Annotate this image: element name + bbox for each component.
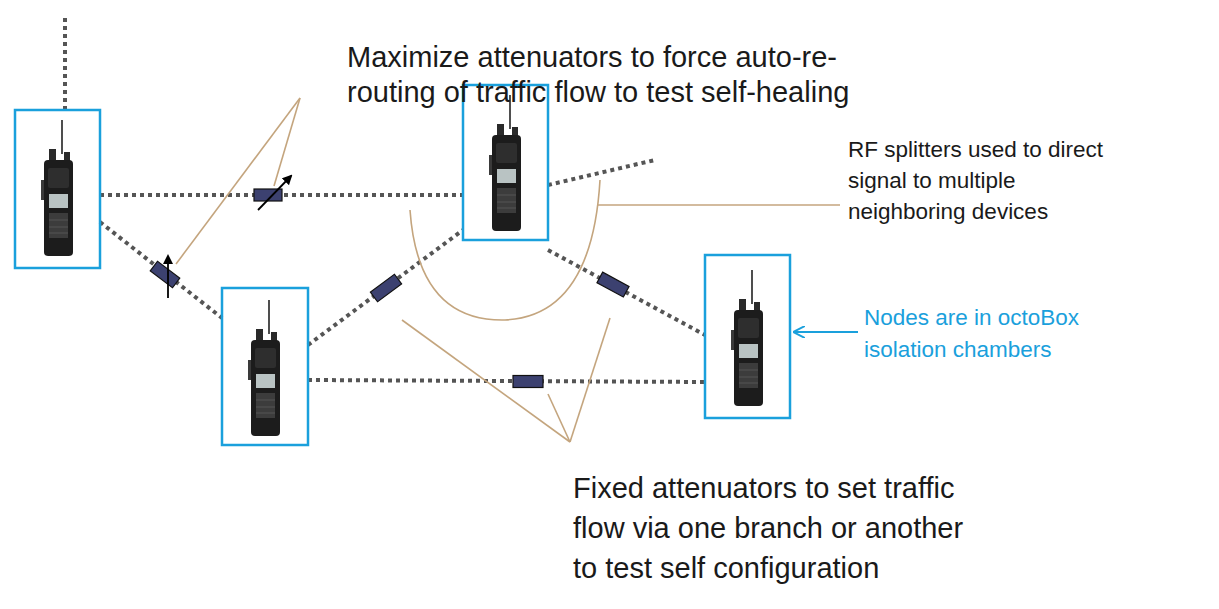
text-line: routing of traffic flow to test self-hea… xyxy=(347,75,849,110)
radio-node xyxy=(705,255,790,418)
fixed-attenuator xyxy=(513,376,543,388)
variable-attenuator xyxy=(150,261,180,288)
text-line: isolation chambers xyxy=(864,334,1079,366)
radio-icon xyxy=(731,270,763,406)
chamber-box xyxy=(463,85,548,240)
rf-link xyxy=(63,18,67,110)
leader-line xyxy=(598,204,840,206)
adjust-arrow xyxy=(258,176,291,210)
leader-line xyxy=(274,98,300,186)
radio-icon xyxy=(41,120,73,256)
text-line: RF splitters used to direct xyxy=(848,134,1103,165)
radio-icon xyxy=(489,95,521,231)
chamber-note: Nodes are in octoBox isolation chambers xyxy=(864,302,1079,366)
chamber-box xyxy=(222,288,308,445)
text-line: neighboring devices xyxy=(848,196,1103,227)
text-line: Maximize attenuators to force auto-re- xyxy=(347,40,849,75)
radio-node xyxy=(222,288,308,445)
text-line: flow via one branch or another xyxy=(573,508,963,548)
rf-link xyxy=(308,230,463,345)
fixed-attenuator xyxy=(370,274,401,302)
radio-node xyxy=(15,110,100,268)
rf-link xyxy=(548,250,705,335)
text-line: Nodes are in octoBox xyxy=(864,302,1079,334)
radio-node xyxy=(463,85,548,240)
rf-link xyxy=(548,160,655,185)
text-line: Fixed attenuators to set traffic xyxy=(573,468,963,508)
pointer-arrow xyxy=(795,331,858,333)
leader-line xyxy=(176,98,300,264)
text-line: to test self configuration xyxy=(573,548,963,588)
splitter-arc xyxy=(410,180,600,320)
radio-icon xyxy=(248,300,280,436)
callout-note: Fixed attenuators to set traffic flow vi… xyxy=(573,468,963,588)
leader-line xyxy=(548,394,570,442)
adjust-arrow xyxy=(167,256,169,298)
callout-note: Maximize attenuators to force auto-re- r… xyxy=(347,40,849,110)
fixed-attenuator xyxy=(597,272,629,297)
callout-note: RF splitters used to direct signal to mu… xyxy=(848,134,1103,227)
chamber-box xyxy=(705,255,790,418)
text-line: signal to multiple xyxy=(848,165,1103,196)
rf-link xyxy=(100,222,222,318)
leader-line xyxy=(570,318,610,442)
chamber-box xyxy=(15,110,100,268)
rf-link xyxy=(308,380,705,382)
leader-line xyxy=(402,320,570,442)
